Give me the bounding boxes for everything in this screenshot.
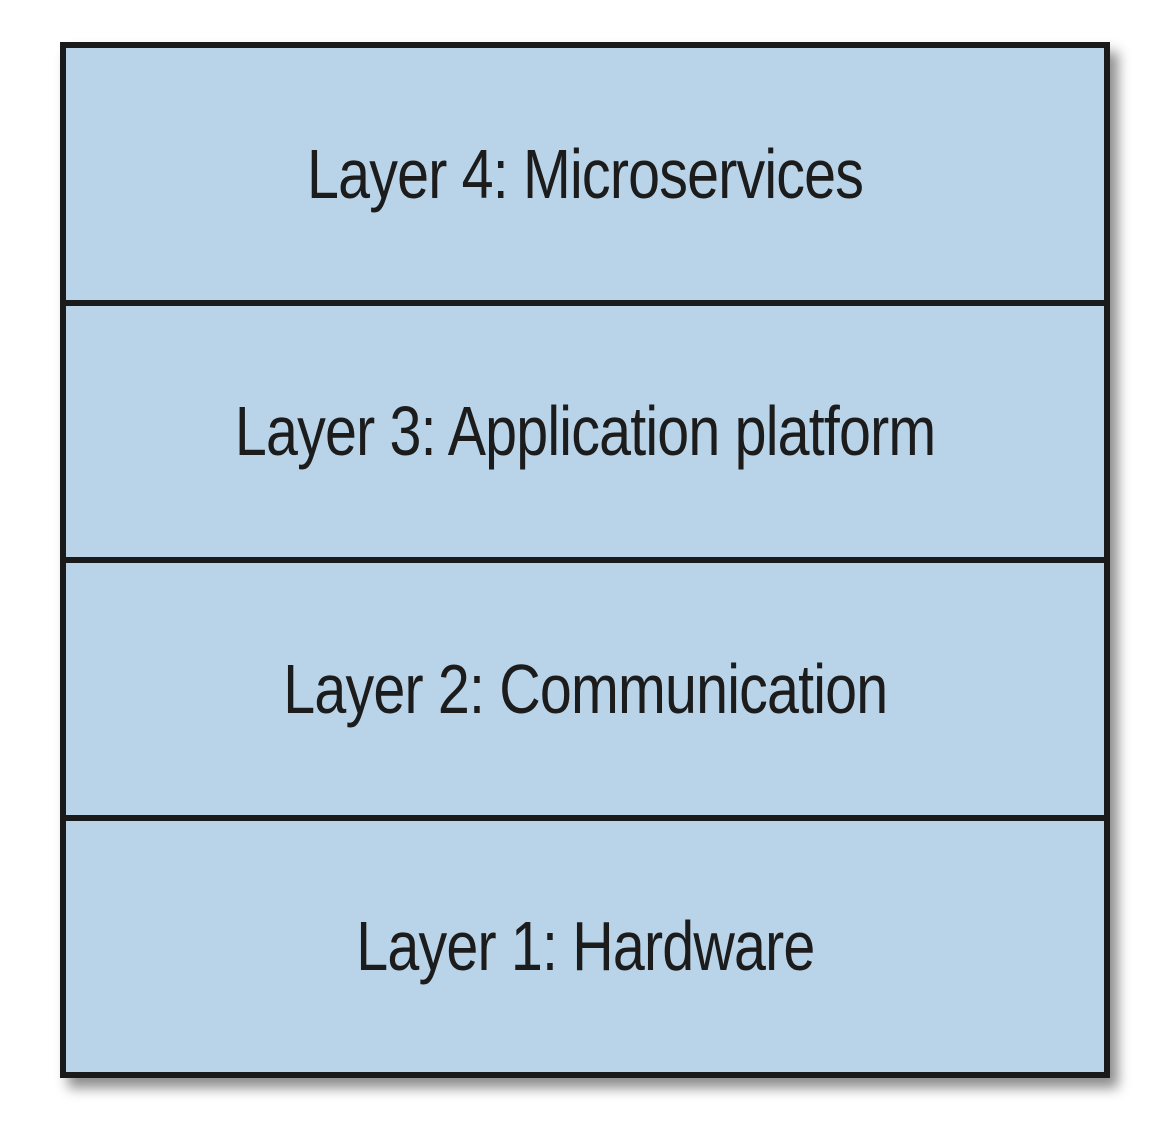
layer-2-label: Layer 2: Communication <box>282 649 888 728</box>
layer-4-box: Layer 4: Microservices <box>66 48 1104 300</box>
layer-stack: Layer 4: Microservices Layer 3: Applicat… <box>60 42 1110 1078</box>
layer-1-box: Layer 1: Hardware <box>66 814 1104 1073</box>
layer-3-label: Layer 3: Application platform <box>234 392 936 471</box>
layer-2-box: Layer 2: Communication <box>66 557 1104 815</box>
layer-4-label: Layer 4: Microservices <box>306 134 864 213</box>
layer-1-label: Layer 1: Hardware <box>355 907 815 986</box>
layer-3-box: Layer 3: Application platform <box>66 299 1104 558</box>
